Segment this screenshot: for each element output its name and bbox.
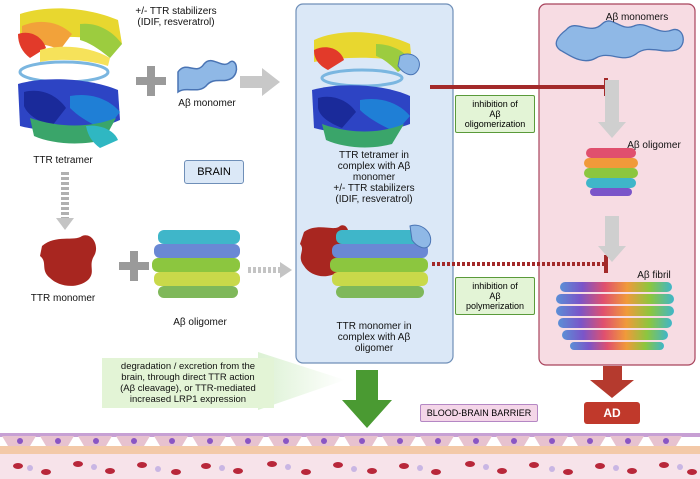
brain-label: BRAIN	[184, 160, 244, 184]
arrow-down-icon	[598, 80, 626, 138]
ttr-tetramer-structure	[18, 8, 122, 148]
ad-label: AD	[584, 402, 640, 424]
plus-icon	[136, 66, 166, 96]
inhibition-line-polymerization	[432, 255, 608, 273]
inhibition-oligomerization-box: inhibition of Aβ oligomerization	[455, 95, 535, 133]
arrow-down-icon	[598, 216, 626, 262]
degradation-highlight	[258, 352, 345, 410]
green-arrow-down-icon	[342, 370, 392, 428]
plus-icon	[119, 251, 149, 281]
abeta-monomer-label: Aβ monomer	[178, 98, 236, 109]
red-arrow-down-icon	[590, 366, 634, 398]
stabilizers-label: +/- TTR stabilizers (IDIF, resveratrol)	[135, 6, 217, 28]
abeta-oligomer-right-label: Aβ oligomer	[627, 140, 681, 151]
dotted-arrow-right-icon	[248, 262, 292, 278]
ttr-monomer-label: TTR monomer	[30, 293, 96, 304]
abeta-fibril-structure	[556, 282, 674, 350]
bbb-label: BLOOD-BRAIN BARRIER	[420, 404, 538, 422]
ttr-monomer-complex-structure	[300, 224, 432, 298]
ttr-tetramer-complex-structure	[312, 32, 420, 148]
complex-monomer-label: TTR monomer in complex with Aβ oligomer	[336, 321, 412, 354]
ttr-tetramer-label: TTR tetramer	[33, 155, 93, 166]
inhibition-polymerization-box: inhibition of Aβ polymerization	[455, 277, 535, 315]
blood-brain-barrier-strip	[0, 433, 700, 479]
abeta-oligomer-label: Aβ oligomer	[173, 317, 227, 328]
abeta-oligomer-structure	[152, 230, 240, 298]
dotted-arrow-down-icon	[56, 172, 74, 230]
abeta-monomers-structure	[555, 20, 684, 62]
ttr-monomer-structure	[40, 235, 97, 286]
degradation-text: degradation / excretion from the brain, …	[102, 358, 274, 408]
abeta-monomers-label: Aβ monomers	[605, 12, 669, 23]
complex-tetramer-label: TTR tetramer in complex with Aβ monomer …	[333, 150, 415, 205]
abeta-fibril-label: Aβ fibril	[637, 270, 671, 281]
abeta-oligomer-right-structure	[584, 148, 638, 196]
abeta-monomer-structure	[177, 59, 238, 94]
arrow-right-icon	[240, 68, 280, 96]
